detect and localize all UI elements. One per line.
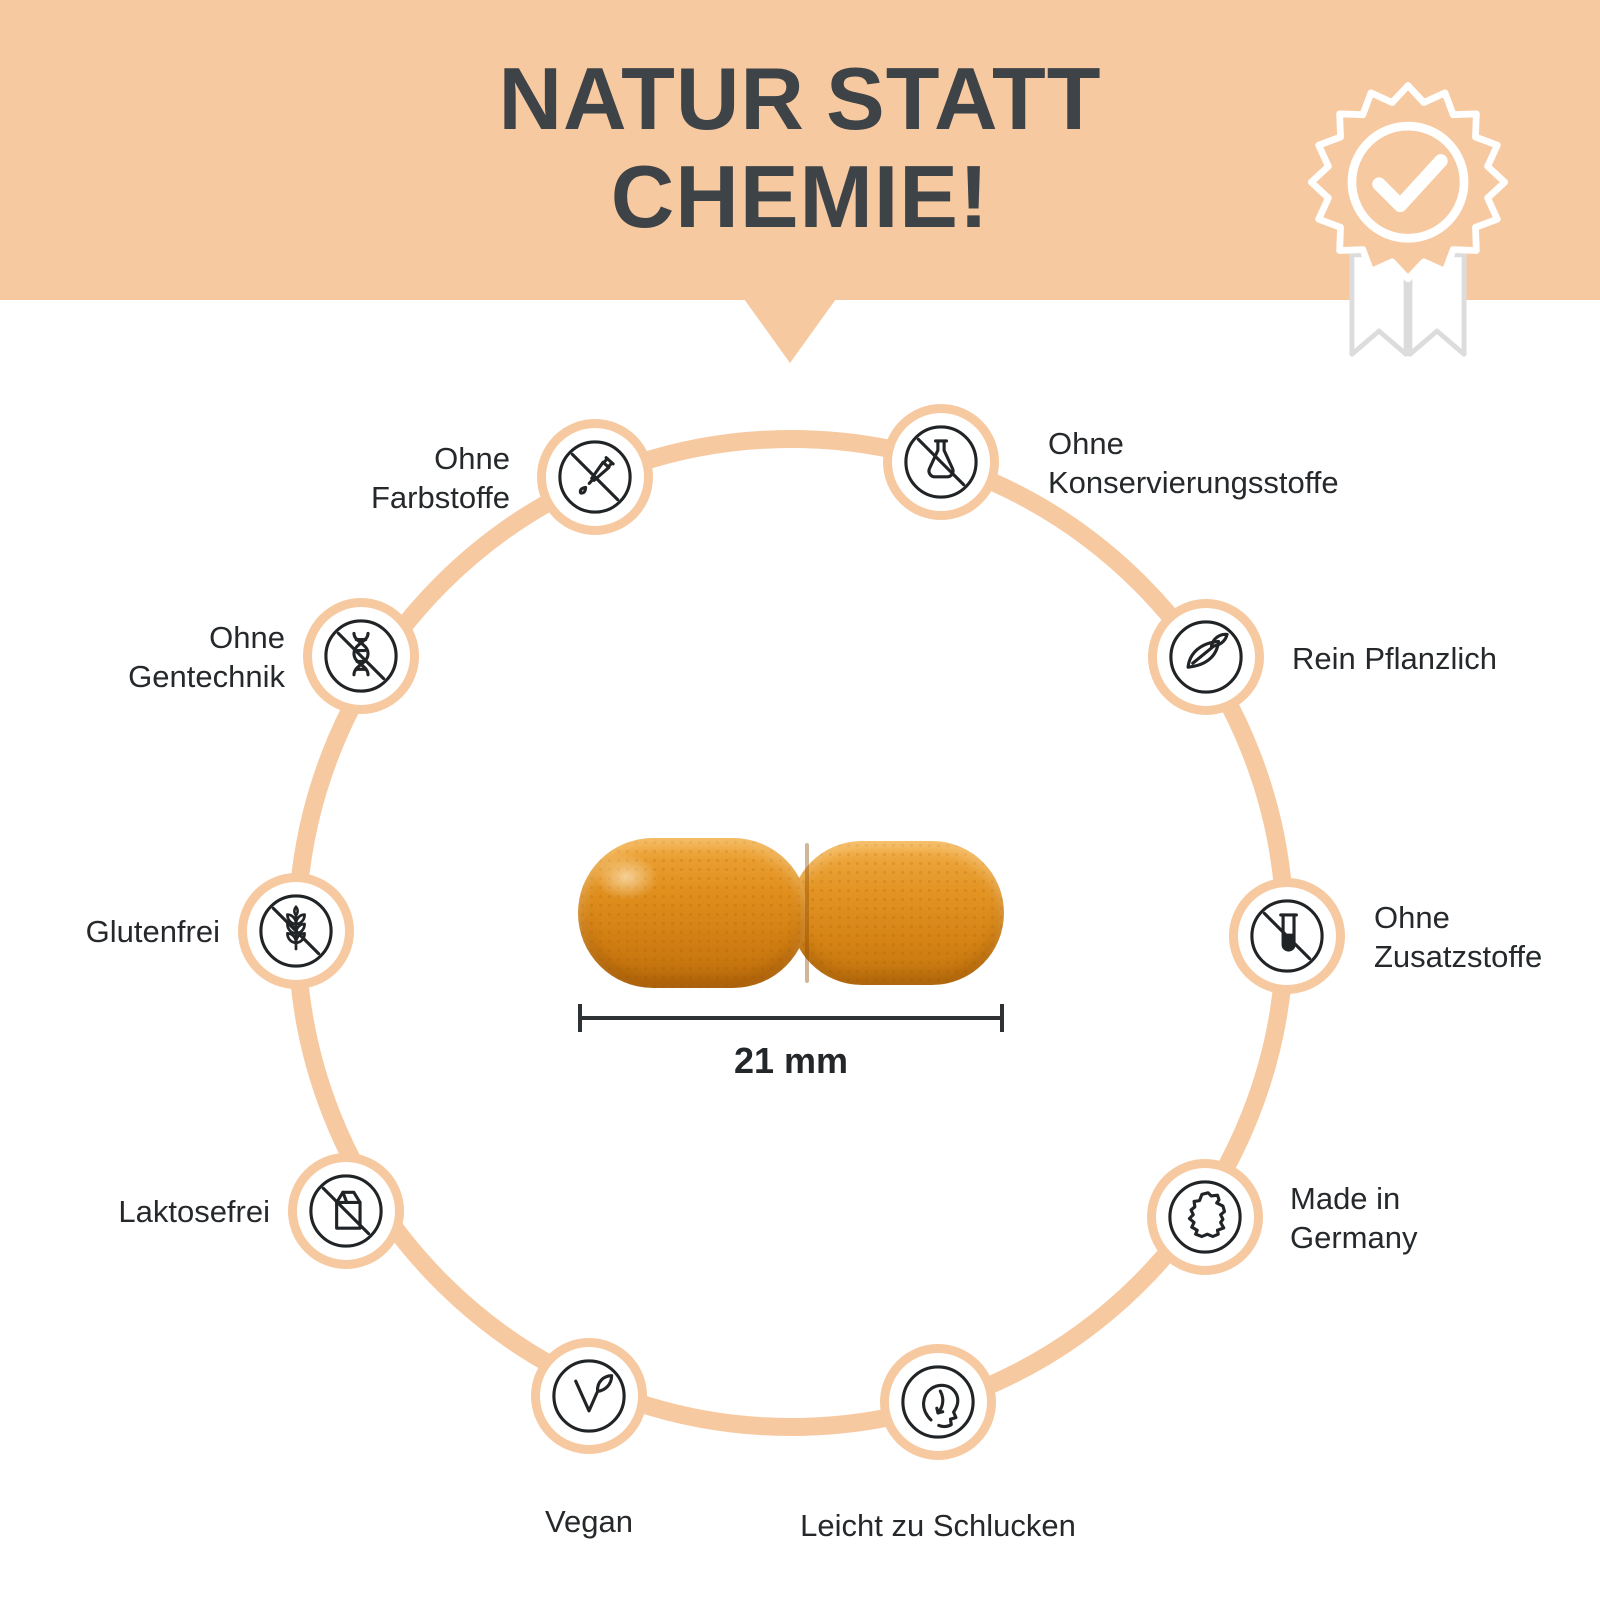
- feature-label-ohne-farbstoffe: Ohne Farbstoffe: [370, 441, 510, 515]
- feature-badge-ohne-konservierungsstoffe: [883, 404, 999, 520]
- title-line-2: CHEMIE!: [610, 147, 990, 246]
- feature-badge-ohne-zusatzstoffe: [1229, 878, 1345, 994]
- feature-badge-glutenfrei: [238, 873, 354, 989]
- feature-badge-ohne-farbstoffe: [537, 419, 653, 535]
- no-dropper-icon: [558, 440, 632, 514]
- vegan-v-leaf-icon: [552, 1359, 626, 1433]
- feature-label-ohne-konservierungsstoffe: Ohne Konservierungsstoffe: [1048, 426, 1339, 500]
- ruler-right-tick: [1000, 1004, 1004, 1032]
- feature-badge-vegan: [531, 1338, 647, 1454]
- feature-label-vegan: Vegan: [545, 1504, 633, 1539]
- leaves-icon: [1169, 620, 1243, 694]
- feature-badge-laktosefrei: [288, 1153, 404, 1269]
- no-wheat-icon: [259, 894, 333, 968]
- no-milk-icon: [309, 1174, 383, 1248]
- feature-label-glutenfrei: Glutenfrei: [85, 914, 220, 949]
- no-flask-icon: [904, 425, 978, 499]
- feature-label-ohne-gentechnik: Ohne Gentechnik: [128, 620, 285, 694]
- feature-badge-made-in-germany: [1147, 1159, 1263, 1275]
- feature-label-leicht-zu-schlucken: Leicht zu Schlucken: [800, 1508, 1076, 1543]
- ruler-bar: [578, 1016, 1004, 1020]
- measurement-label: 21 mm: [733, 1040, 849, 1081]
- germany-map-icon: [1168, 1180, 1242, 1254]
- capsule-image: [578, 838, 1004, 988]
- feature-badge-rein-pflanzlich: [1148, 599, 1264, 715]
- feature-badge-leicht-zu-schlucken: [880, 1344, 996, 1460]
- measurement-ruler: [578, 1004, 1004, 1032]
- feature-label-made-in-germany: Made in Germany: [1290, 1181, 1418, 1255]
- feature-label-laktosefrei: Laktosefrei: [118, 1194, 270, 1229]
- capsule-highlight: [594, 854, 658, 900]
- feature-badge-ohne-gentechnik: [303, 598, 419, 714]
- capsule-body-half: [790, 841, 1004, 985]
- swallow-head-icon: [901, 1365, 975, 1439]
- award-check-seal-icon: [1307, 82, 1509, 357]
- feature-label-rein-pflanzlich: Rein Pflanzlich: [1292, 641, 1498, 676]
- feature-label-ohne-zusatzstoffe: Ohne Zusatzstoffe: [1374, 900, 1543, 974]
- band-pointer: [744, 299, 836, 363]
- no-dna-icon: [324, 619, 398, 693]
- capsule-seam: [805, 843, 809, 983]
- no-testtube-icon: [1250, 899, 1324, 973]
